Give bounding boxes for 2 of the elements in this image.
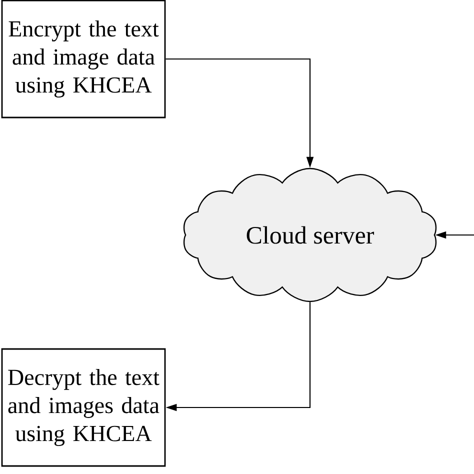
process-box: Decrypt the text and images data using KHCEA	[1, 348, 166, 467]
process-box: Encrypt the text and image data using KHCEA	[1, 0, 166, 118]
